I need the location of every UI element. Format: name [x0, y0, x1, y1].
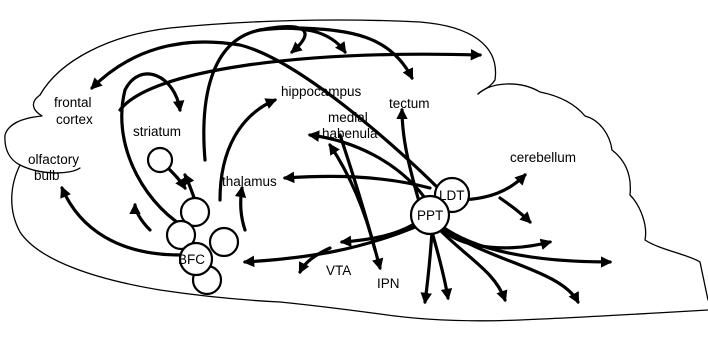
label-ppt: PPT	[417, 208, 443, 223]
ventral-outline	[280, 302, 708, 321]
label-medial-habenula-1: medial	[328, 110, 368, 125]
cortex-outline	[40, 20, 496, 95]
pathway-brainstem-5	[425, 232, 432, 302]
label-frontal-cortex-1: frontal	[54, 95, 92, 110]
pathway-cerebellum-down	[500, 198, 530, 222]
label-ipn: IPN	[377, 276, 400, 291]
label-frontal-cortex-2: cortex	[56, 112, 93, 127]
label-thalamus: thalamus	[222, 174, 277, 189]
pathway-brainstem-4	[440, 230, 505, 300]
pathway-bfc-cortex-short	[135, 205, 150, 230]
pathway-ipn-to-habenula	[330, 145, 375, 250]
bfc-circle-3	[210, 228, 238, 256]
pathway-to-olfactory-bulb	[62, 188, 180, 255]
label-hippocampus: hippocampus	[281, 84, 362, 99]
label-vta: VTA	[326, 263, 351, 278]
labels: frontal cortex olfactory bulb striatum h…	[28, 84, 576, 291]
label-medial-habenula-2: habenula	[322, 126, 378, 141]
label-ldt: LDT	[439, 188, 465, 203]
label-bfc: BFC	[178, 252, 205, 267]
pathway-to-bfc-ventral	[245, 225, 420, 262]
cerebellum-outline	[478, 84, 708, 300]
label-olfactory-bulb-1: olfactory	[28, 152, 79, 167]
label-cerebellum: cerebellum	[510, 150, 576, 165]
label-striatum: striatum	[133, 124, 181, 139]
pathway-to-thalamus-2	[241, 188, 245, 230]
brain-outline	[5, 20, 708, 321]
pathway-brainstem-6	[432, 232, 448, 298]
label-olfactory-bulb-2: bulb	[34, 168, 60, 183]
striatum-nucleus	[148, 148, 172, 172]
label-tectum: tectum	[389, 96, 430, 111]
